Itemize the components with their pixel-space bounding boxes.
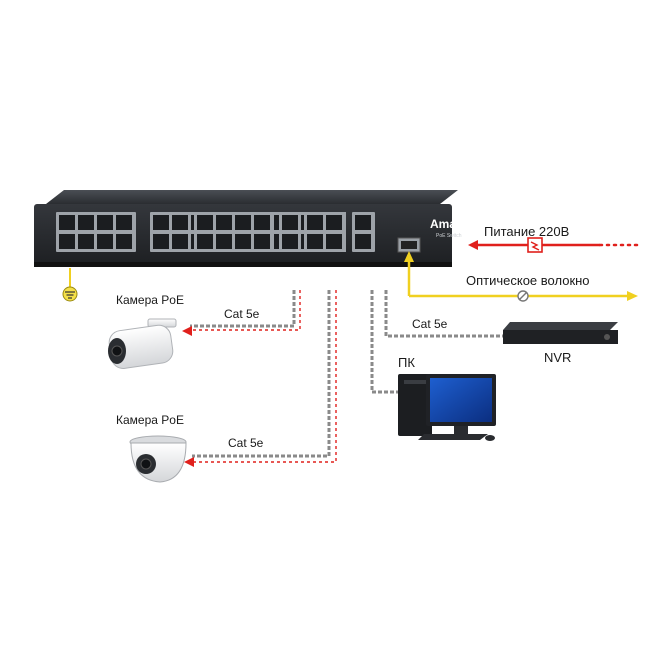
- pc-keyboard: [418, 434, 488, 440]
- camera1-poe-arrowhead: [182, 326, 192, 336]
- pc-monitor-stand: [454, 426, 468, 434]
- rj45-port[interactable]: [116, 234, 132, 249]
- fiber-line: Оптическое волокно: [404, 251, 638, 302]
- fiber-arrowhead-up: [404, 251, 414, 262]
- rj45-port[interactable]: [97, 234, 113, 249]
- pc-cable: [370, 290, 398, 394]
- rj45-port[interactable]: [326, 234, 342, 249]
- fiber-label: Оптическое волокно: [466, 273, 590, 288]
- rj45-port[interactable]: [282, 234, 298, 249]
- pc-label: ПК: [398, 355, 415, 370]
- rj45-port[interactable]: [326, 215, 342, 230]
- power-arrowhead: [468, 240, 478, 250]
- rj45-port[interactable]: [78, 215, 94, 230]
- poe-switch: Amatek PoE Switch: [34, 190, 474, 267]
- rj45-port[interactable]: [153, 234, 169, 249]
- rj45-port[interactable]: [172, 215, 188, 230]
- bullet-camera: Камера PoE: [108, 293, 184, 369]
- fiber-arrowhead-right: [627, 291, 638, 301]
- cable2-label: Cat 5e: [228, 436, 264, 450]
- rj45-port[interactable]: [116, 215, 132, 230]
- rj45-port[interactable]: [282, 215, 298, 230]
- cable1-label: Cat 5e: [224, 307, 260, 321]
- camera2-label: Камера PoE: [116, 413, 184, 427]
- camera2-lens: [140, 458, 152, 470]
- rj45-port[interactable]: [307, 234, 323, 249]
- ground-icon: [62, 286, 78, 302]
- sfp-port-slot: [401, 241, 417, 249]
- pc-mouse: [485, 435, 495, 441]
- rj45-port[interactable]: [78, 234, 94, 249]
- camera2-poe-arrowhead: [184, 457, 194, 467]
- uplink-port[interactable]: [355, 234, 371, 249]
- rj45-port[interactable]: [216, 234, 232, 249]
- rj45-port[interactable]: [197, 215, 213, 230]
- nvr-device: NVR: [503, 322, 618, 365]
- rj45-port[interactable]: [216, 215, 232, 230]
- fiber-break-icon: [517, 290, 529, 302]
- cable3-label: Cat 5e: [412, 317, 448, 331]
- pc-tower: [398, 374, 432, 436]
- uplink-port[interactable]: [355, 215, 371, 230]
- switch-model-text: PoE Switch: [436, 233, 462, 239]
- rj45-port[interactable]: [254, 234, 270, 249]
- dome-camera: Камера PoE: [116, 413, 187, 483]
- pc-monitor-screen: [430, 378, 492, 422]
- rj45-port[interactable]: [235, 234, 251, 249]
- power-break-icon: [527, 237, 543, 253]
- rj45-port[interactable]: [172, 234, 188, 249]
- switch-port-groups: [56, 212, 375, 252]
- nvr-cable: [384, 290, 506, 338]
- rj45-port[interactable]: [254, 215, 270, 230]
- rj45-port[interactable]: [153, 215, 169, 230]
- pc-workstation: ПК: [398, 355, 496, 441]
- switch-top: [46, 190, 458, 204]
- nvr-power-led: [604, 334, 610, 340]
- power-label: Питание 220В: [484, 224, 569, 239]
- rj45-port[interactable]: [59, 234, 75, 249]
- rj45-port[interactable]: [197, 234, 213, 249]
- nvr-top: [503, 322, 618, 330]
- camera1-lens: [111, 345, 123, 357]
- nvr-front: [503, 330, 618, 344]
- power-line: Питание 220В: [468, 224, 642, 253]
- switch-bottom-edge: [34, 262, 452, 267]
- rj45-port[interactable]: [97, 215, 113, 230]
- switch-brand: Amatek: [430, 217, 474, 231]
- camera1-label: Камера PoE: [116, 293, 184, 307]
- cables: [182, 290, 506, 467]
- rj45-port[interactable]: [307, 215, 323, 230]
- nvr-label: NVR: [544, 350, 571, 365]
- rj45-port[interactable]: [235, 215, 251, 230]
- pc-drive-bay: [404, 380, 426, 384]
- rj45-port[interactable]: [59, 215, 75, 230]
- ground-symbol: [62, 268, 78, 302]
- camera1-cable: [190, 290, 296, 328]
- camera2-cable: [192, 290, 331, 458]
